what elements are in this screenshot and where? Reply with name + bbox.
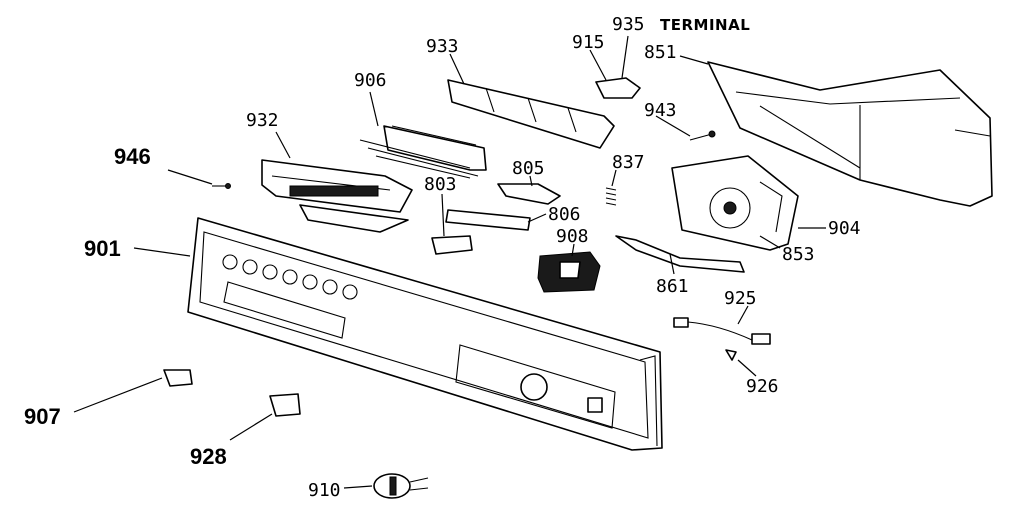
label-861: 861 [656,276,689,297]
label-925: 925 [724,288,757,309]
part-915-terminal-block [595,77,641,99]
part-932-switch-bracket [261,159,413,233]
label-907: 907 [24,404,61,429]
label-805: 805 [512,158,545,179]
label-915: 915 [572,32,605,53]
label-837: 837 [612,152,645,173]
part-906-switch-assembly [359,125,487,179]
part-943-screw [689,130,716,141]
part-904-timer [671,155,799,251]
label-853: 853 [782,244,815,265]
part-925-wire-harness [673,317,771,345]
selector-knob-hole [520,373,548,401]
part-837-spring [605,187,617,206]
part-907-foot [163,369,193,387]
label-928: 928 [190,444,227,469]
terminal-label: TERMINAL [660,16,750,34]
label-946: 946 [114,144,151,169]
button-row [222,254,358,300]
leader-lines [73,35,826,489]
indicator-window [587,397,603,413]
part-803-connector [431,235,473,255]
label-901: 901 [84,236,121,261]
label-908: 908 [556,226,589,247]
part-933-cover-strip [447,79,615,149]
label-932: 932 [246,110,279,131]
label-851: 851 [644,42,677,63]
label-935: 935 [612,14,645,35]
part-908-switch-block [537,251,601,293]
part-946-screw [212,183,231,189]
label-904: 904 [828,218,861,239]
part-926-clip [725,349,737,361]
part-861-lever [615,235,745,273]
part-806-plate [445,209,531,231]
label-943: 943 [644,100,677,121]
part-901-control-panel [187,217,663,451]
part-928-clip [269,393,301,417]
label-806: 806 [548,204,581,225]
part-851-housing [707,61,993,207]
label-803: 803 [424,174,457,195]
label-910: 910 [308,480,341,501]
part-805-bracket [497,183,561,205]
label-906: 906 [354,70,387,91]
part-910-knob [373,473,429,499]
label-926: 926 [746,376,779,397]
label-933: 933 [426,36,459,57]
